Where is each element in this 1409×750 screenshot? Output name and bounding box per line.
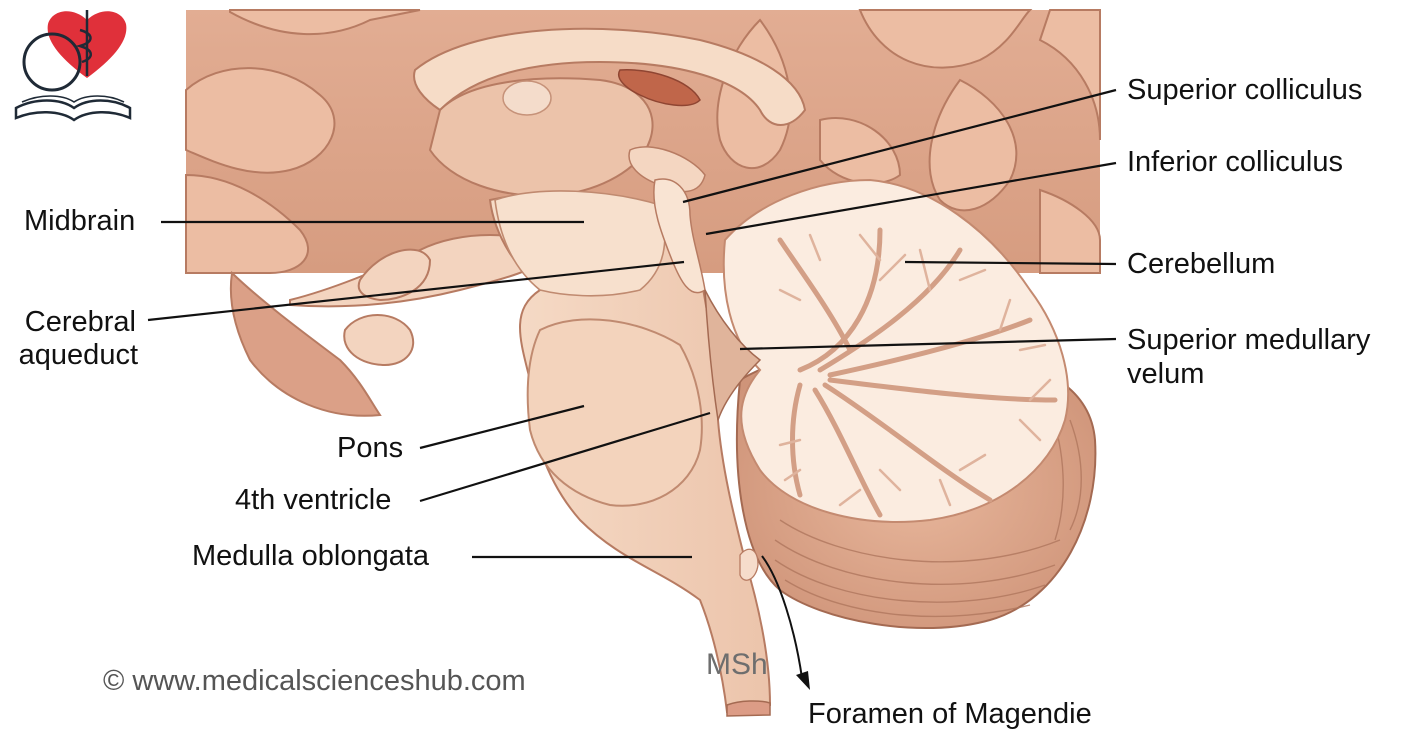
label-superior-medullary-velum-line2: velum [1127, 358, 1205, 390]
foramen-arrow [761, 555, 803, 679]
corpus-callosum [413, 27, 807, 126]
leader-lines [147, 88, 1117, 559]
logo-book [14, 99, 132, 122]
label-medulla-oblongata: Medulla oblongata [192, 540, 430, 572]
label-pons: Pons [337, 432, 404, 464]
label-superior-medullary-velum-line1: Superior medullary [1127, 324, 1371, 356]
leader-fourth-ventricle [419, 411, 711, 503]
leader-superior-medullary-velum [739, 337, 1117, 351]
temporal-lobe [229, 270, 382, 417]
label-cerebellum: Cerebellum [1127, 248, 1276, 280]
copyright-watermark: © www.medicalscienceshub.com [103, 665, 526, 697]
label-cerebral-aqueduct-line1: Cerebral [24, 306, 136, 338]
label-inferior-colliculus: Inferior colliculus [1127, 146, 1343, 178]
foramen-arrowhead [796, 671, 810, 690]
hypothalamus [357, 248, 432, 302]
cerebellum-arbor-vitae [722, 178, 1069, 523]
choroid-plexus [618, 69, 701, 107]
label-fourth-ventricle: 4th ventricle [235, 484, 392, 516]
thalamus [428, 77, 654, 197]
leader-superior-colliculus [682, 88, 1117, 204]
logo-stethoscope-ring [22, 32, 82, 92]
pons [526, 318, 703, 507]
cerebellum-folia-lines [774, 409, 1082, 618]
pituitary-gland [343, 314, 415, 367]
heart-caduceus-book-logo [14, 10, 132, 122]
leader-cerebellum [904, 260, 1117, 266]
pineal-gland [628, 146, 706, 193]
label-cerebral-aqueduct-line2: aqueduct [18, 339, 138, 371]
choroid-plexus-fourth [739, 548, 759, 581]
leader-inferior-colliculus [705, 161, 1117, 236]
fourth-ventricle-cavity [704, 289, 762, 421]
leader-cerebral-aqueduct [147, 260, 685, 322]
arbor-vitae-twigs [778, 233, 1052, 507]
msh-watermark: MSh [706, 648, 768, 681]
leader-pons [419, 404, 585, 450]
label-superior-colliculus: Superior colliculus [1127, 74, 1363, 106]
medulla-tip [726, 700, 771, 717]
label-foramen-of-magendie: Foramen of Magendie [808, 698, 1092, 730]
interthalamic-adhesion [502, 80, 552, 116]
label-midbrain: Midbrain [24, 205, 136, 237]
